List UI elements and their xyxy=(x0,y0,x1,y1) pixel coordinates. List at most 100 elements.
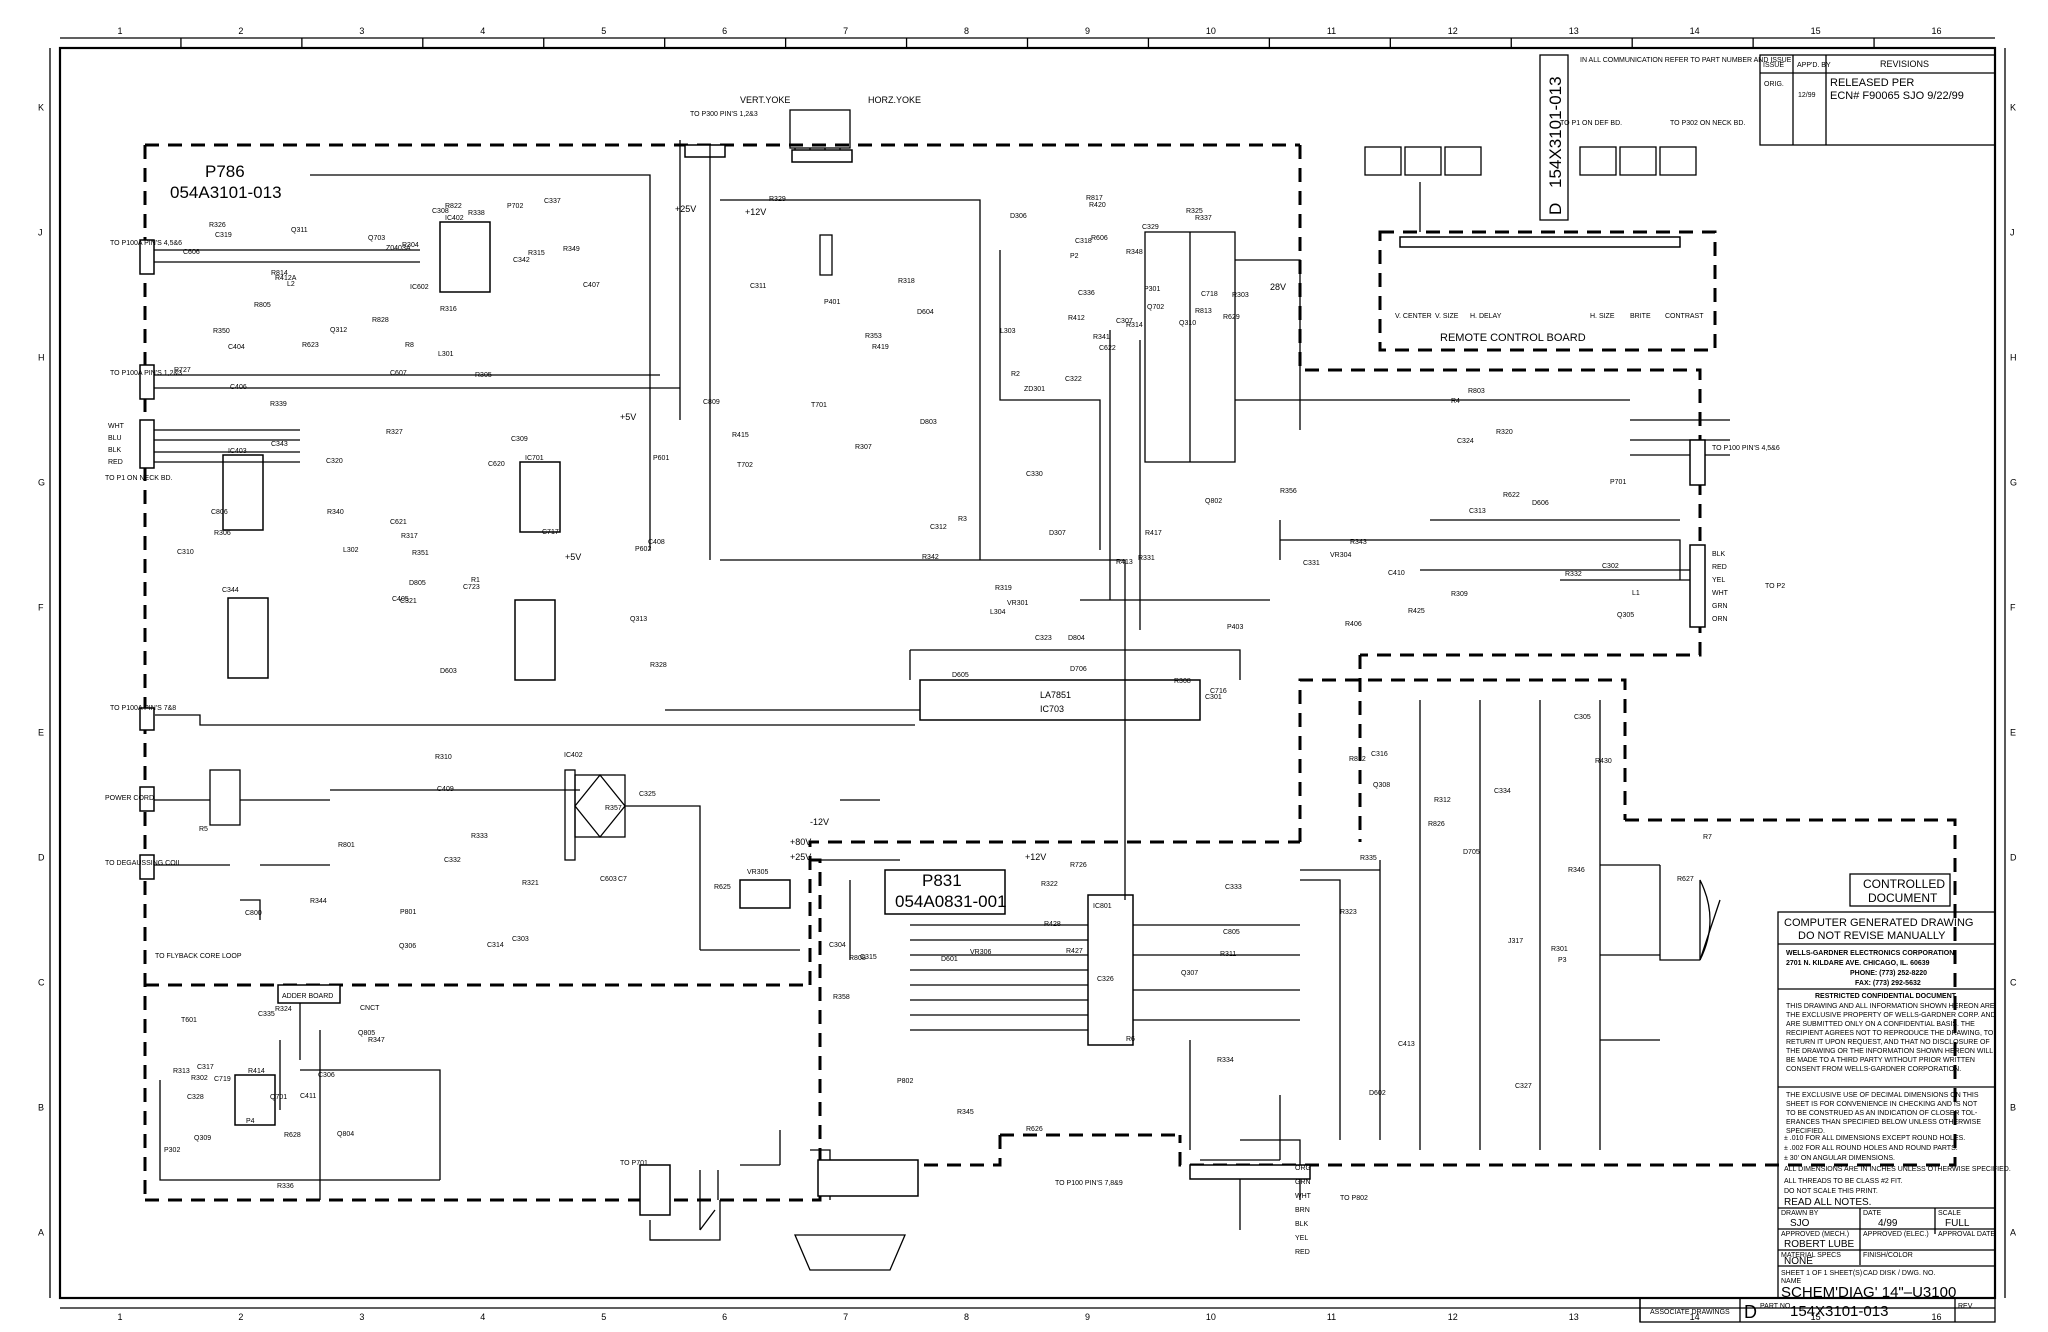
component-c407: C407 xyxy=(583,282,600,289)
component-r4: R4 xyxy=(1451,398,1460,405)
component-d706: D706 xyxy=(1070,666,1087,673)
vertical-docid: D 154X3101-013 xyxy=(1546,76,1565,215)
component-l1: L1 xyxy=(1632,590,1640,597)
p2-wire-wht: WHT xyxy=(1295,1193,1312,1200)
svg-text:MATERIAL SPECS: MATERIAL SPECS xyxy=(1781,1252,1841,1259)
component-r419: R419 xyxy=(872,344,889,351)
ic703-la7851 xyxy=(919,679,1201,721)
p802-to-label: TO P802 xyxy=(1340,1195,1368,1202)
grid-row-left-A: A xyxy=(38,1228,44,1238)
title-block: COMPUTER GENERATED DRAWING DO NOT REVISE… xyxy=(1777,911,2011,1301)
component-r333: R333 xyxy=(471,833,488,840)
component-r412a: R412A xyxy=(275,275,297,282)
svg-text:ROBERT LUBE: ROBERT LUBE xyxy=(1784,1239,1855,1250)
main-board-part: 054A3101-013 xyxy=(170,183,282,202)
ic401 xyxy=(227,597,269,679)
remote-pot-5: CONTRAST xyxy=(1665,313,1704,320)
remote-pot-2: H. DELAY xyxy=(1470,313,1502,320)
component-c321: C321 xyxy=(400,598,417,605)
svg-text:ORIG.: ORIG. xyxy=(1764,81,1784,88)
component-r329: R329 xyxy=(769,196,786,203)
component-q804: Q804 xyxy=(337,1131,354,1138)
component-c800: C800 xyxy=(245,910,262,917)
svg-text:IC701: IC701 xyxy=(525,455,544,462)
degaussing-label: TO DEGAUSSING COIL xyxy=(105,860,182,867)
svg-text:READ ALL NOTES.: READ ALL NOTES. xyxy=(1784,1197,1871,1208)
component-c316: C316 xyxy=(1371,751,1388,758)
grid-row-left-B: B xyxy=(38,1103,44,1113)
component-p4: P4 xyxy=(246,1118,255,1125)
component-c411: C411 xyxy=(300,1093,316,1100)
p302-neck-label: TO P302 ON NECK BD. xyxy=(1670,120,1745,127)
p403-to-label: TO P100A PIN'S 1,2&3 xyxy=(110,370,182,377)
p2-connector xyxy=(1189,1164,1311,1180)
component-c809: C809 xyxy=(703,399,720,406)
svg-text:RESTRICTED CONFIDENTIAL DOCUME: RESTRICTED CONFIDENTIAL DOCUMENT xyxy=(1815,993,1957,1000)
component-q312: Q312 xyxy=(330,327,347,334)
grid-col-bottom-9: 9 xyxy=(1085,1312,1090,1322)
grid-column-labels: 1122334455667788991010111112121313141415… xyxy=(117,26,1941,1322)
component-r328: R328 xyxy=(650,662,667,669)
component-r350: R350 xyxy=(213,328,230,335)
svg-text:DO NOT REVISE MANUALLY: DO NOT REVISE MANUALLY xyxy=(1798,930,1946,942)
crt-socket xyxy=(1699,879,1711,961)
line-filter-f601 xyxy=(209,769,241,826)
grid-col-top-14: 14 xyxy=(1690,26,1700,36)
svg-text:DO NOT SCALE THIS PRINT.: DO NOT SCALE THIS PRINT. xyxy=(1784,1188,1878,1195)
grid-col-bottom-10: 10 xyxy=(1206,1312,1216,1322)
component-r338: R338 xyxy=(468,210,485,217)
component-d601: D601 xyxy=(941,956,958,963)
t601-transformer xyxy=(564,769,576,861)
p802-wire-red: RED xyxy=(1712,564,1727,571)
rail-5: 28V xyxy=(1270,282,1286,292)
grid-col-top-9: 9 xyxy=(1085,26,1090,36)
svg-text:APPROVED (MECH.): APPROVED (MECH.) xyxy=(1781,1231,1849,1238)
restricted-line-0: THIS DRAWING AND ALL INFORMATION SHOWN H… xyxy=(1786,1003,1995,1010)
ic403 xyxy=(222,454,264,531)
p2-wire-yel: YEL xyxy=(1295,1235,1308,1242)
component-c620: C620 xyxy=(488,461,505,468)
ic702 xyxy=(514,599,556,681)
restricted-line-3: RECIPIENT AGREES NOT TO REPRODUCE THE DR… xyxy=(1786,1030,1994,1037)
component-p403: P403 xyxy=(1227,624,1243,631)
grid-col-bottom-11: 11 xyxy=(1327,1312,1336,1322)
p403-connector xyxy=(139,364,155,400)
component-r826: R826 xyxy=(1428,821,1445,828)
component-r628: R628 xyxy=(284,1132,301,1139)
p701-connector xyxy=(139,419,155,469)
component-p601: P601 xyxy=(653,455,669,462)
adder-board-connector xyxy=(277,984,341,1004)
component-c335: C335 xyxy=(258,1011,275,1018)
restricted-line-5: THE DRAWING OR THE INFORMATION SHOWN HER… xyxy=(1786,1048,1993,1055)
p300-connector xyxy=(684,144,726,158)
component-d805: D805 xyxy=(409,580,426,587)
rail-2: +25V xyxy=(675,204,696,214)
component-r337: R337 xyxy=(1195,215,1212,222)
component-designators: Z0403AC404C405R415R413C410IC402R428R430C… xyxy=(164,195,1712,1190)
component-l303: L303 xyxy=(1000,328,1016,335)
decimal-note-line-3: ERANCES THAN SPECIFIED BELOW UNLESS OTHE… xyxy=(1786,1119,1981,1126)
grid-col-bottom-14: 14 xyxy=(1690,1312,1700,1322)
sync-wire-blk: BLK xyxy=(108,447,122,454)
vertical-docid-box xyxy=(1539,54,1569,221)
grid-row-left-J: J xyxy=(38,228,43,238)
svg-text:RELEASED PER: RELEASED PER xyxy=(1830,77,1914,89)
component-c328: C328 xyxy=(187,1094,204,1101)
component-r805: R805 xyxy=(254,302,271,309)
component-r3: R3 xyxy=(958,516,967,523)
p401-top-conn xyxy=(1404,146,1442,176)
p3-connector xyxy=(639,1164,671,1216)
svg-text:SHEET 1 OF 1 SHEET(S): SHEET 1 OF 1 SHEET(S) xyxy=(1781,1270,1862,1277)
remote-board-label: REMOTE CONTROL BOARD xyxy=(1440,332,1586,344)
grid-col-bottom-7: 7 xyxy=(843,1312,848,1322)
sync-wire-red: RED xyxy=(108,459,123,466)
component-r623: R623 xyxy=(302,342,319,349)
component-q309: Q309 xyxy=(194,1135,211,1142)
p2-wire-blk: BLK xyxy=(1295,1221,1309,1228)
component-c301: C301 xyxy=(1205,694,1222,701)
component-r306: R306 xyxy=(214,530,231,537)
component-r305: R305 xyxy=(475,372,492,379)
p2-wire-grn: GRN xyxy=(1295,1179,1311,1186)
component-r817: R817 xyxy=(1086,195,1103,202)
grid-col-top-10: 10 xyxy=(1206,26,1216,36)
